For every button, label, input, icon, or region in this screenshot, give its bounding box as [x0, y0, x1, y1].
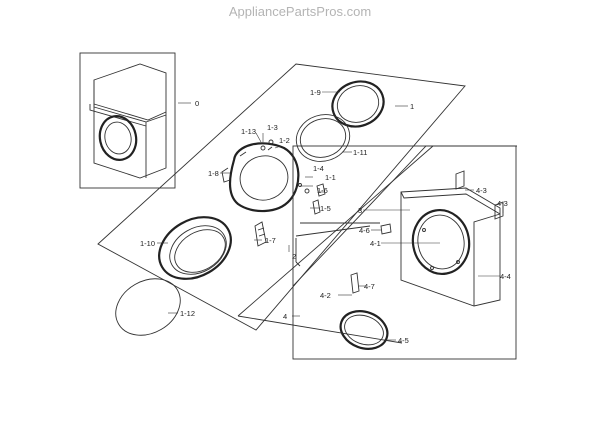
part-1-9-gasket-ring: [331, 80, 385, 128]
callout-4-6: 4-6: [359, 226, 370, 235]
callout-4: 4: [283, 312, 287, 321]
leader-lines: [157, 91, 504, 341]
part-4-3-bracket-top: [455, 170, 465, 190]
callout-2: 2: [292, 252, 296, 261]
part-1-11-door-glass: [295, 114, 351, 162]
callout-1-4: 1-4: [313, 164, 324, 173]
callout-1-2: 1-2: [279, 136, 290, 145]
callout-1-3: 1-3: [267, 123, 278, 132]
callout-1-5: 1-5: [320, 204, 331, 213]
callout-1-10: 1-10: [140, 239, 155, 248]
group-0-washer-body: [79, 52, 176, 189]
part-4-5-gasket: [339, 310, 389, 350]
callout-1-1: 1-1: [325, 173, 336, 182]
assembly-connector-lines: [237, 145, 434, 344]
callout-4-1: 4-1: [370, 239, 381, 248]
callout-4-7: 4-7: [364, 282, 375, 291]
group-0-frame: [79, 52, 176, 189]
callout-1: 1: [410, 102, 414, 111]
callout-1-13: 1-13: [241, 127, 256, 136]
callout-1-9: 1-9: [310, 88, 321, 97]
part-1-6-latch: [304, 183, 326, 197]
part-4-7-lock: [350, 272, 360, 294]
part-1-small-screws: [260, 139, 302, 187]
callout-4-3-top: 4-3: [476, 186, 487, 195]
part-1-8-door-frame: [221, 142, 300, 213]
callout-4-2: 4-2: [320, 291, 331, 300]
callout-1-8: 1-8: [208, 169, 219, 178]
callout-4-4: 4-4: [500, 272, 511, 281]
callout-4-5: 4-5: [398, 336, 409, 345]
part-4-3-bracket-right: [494, 201, 504, 220]
callout-1-6: 1-6: [317, 186, 328, 195]
callout-0: 0: [195, 99, 199, 108]
callout-1-12: 1-12: [180, 309, 195, 318]
part-1-12-door-cover: [115, 278, 181, 336]
callout-1-7: 1-7: [265, 236, 276, 245]
callout-4-3-right: 4-3: [497, 199, 508, 208]
callout-1-11: 1-11: [353, 148, 367, 157]
group-4-front-panel: [292, 145, 517, 360]
callout-3: 3: [358, 206, 362, 215]
group-1-frame: [97, 63, 466, 331]
part-1-7-hinge: [254, 221, 267, 247]
group-1-door-assembly: [97, 63, 466, 336]
part-4-front-panel-illustration: [400, 187, 501, 307]
callout-labels: 0 1 1-9 1-11 1-3 1-13 1-2 1-8 1-4 1-1 1-…: [140, 88, 511, 345]
part-4-6-switch: [380, 223, 392, 235]
part-1-5-latch-hook: [312, 199, 321, 215]
washer-body-illustration: [89, 63, 167, 179]
watermark: AppliancePartsPros.com: [228, 4, 372, 19]
group-4-frame: [292, 145, 517, 360]
part-1-10-door-ring: [158, 216, 232, 280]
